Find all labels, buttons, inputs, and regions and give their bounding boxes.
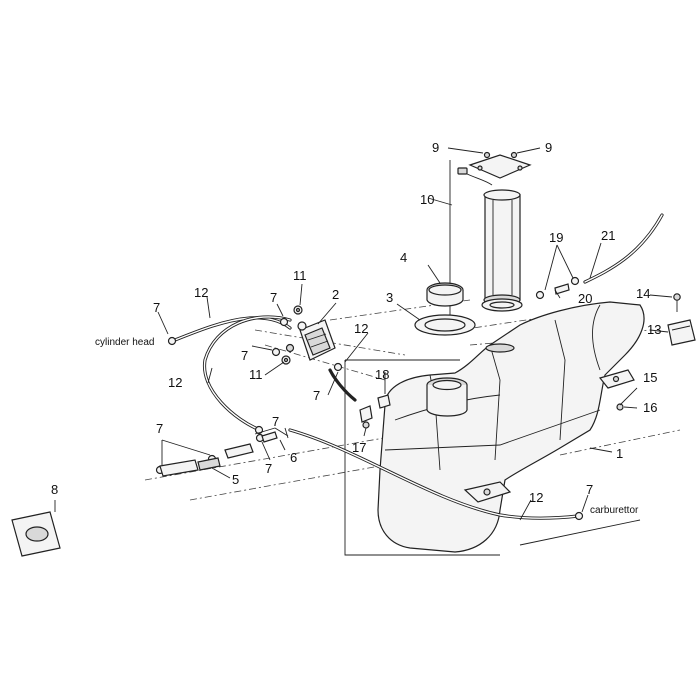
callout-4: 4 xyxy=(400,250,407,265)
callout-14: 14 xyxy=(636,286,650,301)
cylinder-head-label: cylinder head xyxy=(95,337,154,348)
callout-12d: 12 xyxy=(529,490,543,505)
nut xyxy=(616,403,624,411)
callout-15: 15 xyxy=(643,370,657,385)
fuel-cap-gasket xyxy=(414,314,476,336)
callout-7b: 7 xyxy=(270,290,277,305)
callout-6: 6 xyxy=(290,450,297,465)
callout-7d: 7 xyxy=(313,388,320,403)
callout-11a: 11 xyxy=(293,268,307,283)
callout-20: 20 xyxy=(578,291,592,306)
clip-18 xyxy=(377,394,391,409)
callout-7g: 7 xyxy=(265,461,272,476)
callout-17: 17 xyxy=(352,440,366,455)
callout-9b: 9 xyxy=(545,140,552,155)
foam-pad xyxy=(11,511,61,557)
callout-7c: 7 xyxy=(241,348,248,363)
bracket xyxy=(667,319,696,346)
callout-12b: 12 xyxy=(354,321,368,336)
callout-10: 10 xyxy=(420,192,434,207)
callout-7f: 7 xyxy=(156,421,163,436)
callout-7a: 7 xyxy=(153,300,160,315)
callout-21: 21 xyxy=(601,228,615,243)
callout-leaders xyxy=(54,197,673,521)
callout-8: 8 xyxy=(51,482,58,497)
callout-3: 3 xyxy=(386,290,393,305)
fuel-tank xyxy=(377,301,645,553)
callout-9a: 9 xyxy=(432,140,439,155)
fuel-filter xyxy=(159,443,254,477)
callout-12a: 12 xyxy=(194,285,208,300)
callout-16: 16 xyxy=(643,400,657,415)
washers-11 xyxy=(281,305,303,365)
callout-11b: 11 xyxy=(249,367,263,382)
callout-12c: 12 xyxy=(168,375,182,390)
carburettor-label: carburettor xyxy=(590,505,639,516)
callout-13: 13 xyxy=(647,322,661,337)
callout-5: 5 xyxy=(232,472,239,487)
fuel-pump xyxy=(285,319,336,361)
fuel-hoses xyxy=(173,213,664,520)
callout-1: 1 xyxy=(616,446,623,461)
drain-fitting xyxy=(359,405,373,429)
hose-fitting xyxy=(261,427,289,443)
bolt xyxy=(673,293,681,312)
screw-group-9 xyxy=(447,147,541,159)
fuel-level-sender-tube xyxy=(457,154,532,312)
callout-2: 2 xyxy=(332,287,339,302)
callout-18: 18 xyxy=(375,367,389,382)
fuel-cap xyxy=(426,282,464,307)
callout-19: 19 xyxy=(549,230,563,245)
callout-labels: 1 2 3 4 5 6 7 7 7 7 7 7 7 7 8 9 9 10 11 … xyxy=(51,140,661,505)
breather-fittings xyxy=(535,276,580,300)
callout-7h: 7 xyxy=(586,482,593,497)
callout-7e: 7 xyxy=(272,414,279,429)
